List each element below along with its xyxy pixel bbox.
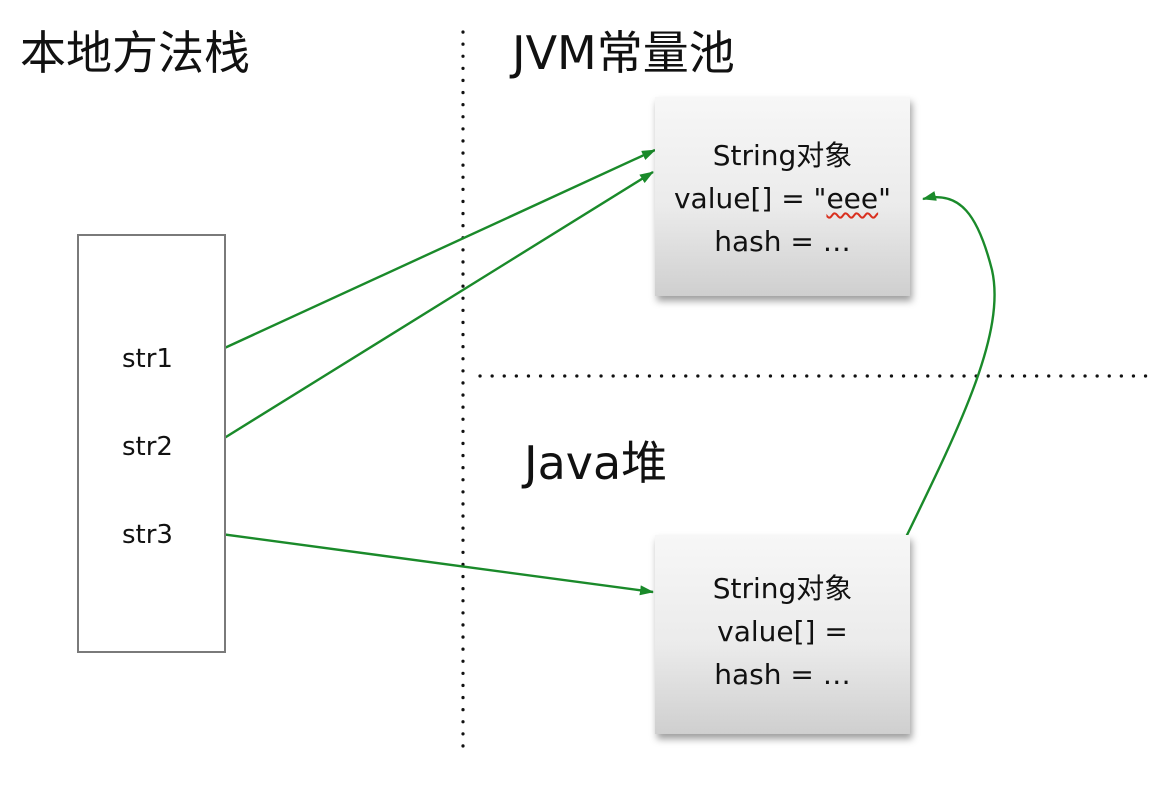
- native-stack-heading: 本地方法栈: [20, 26, 250, 80]
- heap-string-object: String对象 value[] = hash = …: [655, 535, 910, 734]
- pool-object-value-line: value[] = "eee": [655, 177, 910, 220]
- arrow-str2-to-pool-object: [204, 170, 654, 452]
- pool-object-type-label: String对象: [712, 139, 853, 172]
- heap-object-value-label: value[] =: [717, 615, 848, 648]
- stack-variable-str1: str1: [122, 344, 173, 374]
- stack-variable-str3: str3: [122, 520, 173, 550]
- native-stack-frame: [77, 234, 226, 653]
- java-heap-heading: Java堆: [524, 436, 668, 490]
- jvm-constant-pool-heading: JVM常量池: [512, 26, 735, 80]
- arrow-str3-to-heap-object: [205, 530, 654, 596]
- arrow-str1-to-pool-object: [204, 148, 656, 359]
- pool-object-value-literal: eee: [826, 182, 879, 215]
- arrow-heap-value-to-pool-object: [856, 191, 996, 639]
- pool-string-object: String对象 value[] = "eee" hash = …: [655, 97, 910, 296]
- pool-object-value-suffix: ": [878, 182, 892, 215]
- heap-object-type-label: String对象: [712, 572, 853, 605]
- heap-object-hash-label: hash = …: [714, 658, 851, 691]
- stack-variable-str2: str2: [122, 432, 173, 462]
- pool-object-value-prefix: value[] = ": [673, 182, 827, 215]
- pool-object-hash-label: hash = …: [714, 225, 851, 258]
